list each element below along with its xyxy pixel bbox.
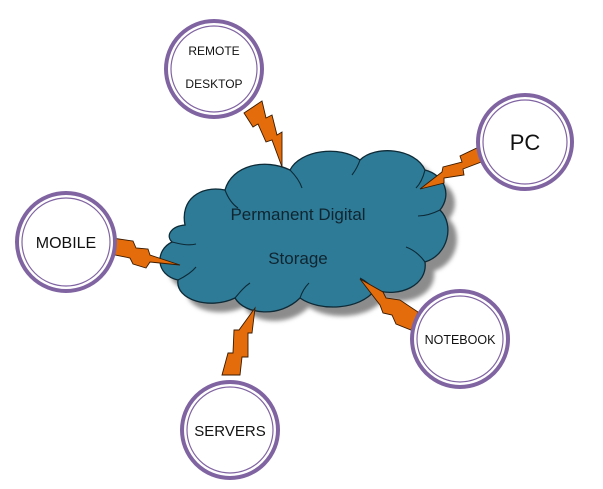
cloud-shape [159,150,449,313]
node-label: NOTEBOOK [425,333,497,347]
cloud-inner-line [299,282,310,299]
node-label: MOBILE [36,235,96,252]
node-mobile: MOBILE [15,191,117,293]
connector-mobile [109,237,181,269]
cloud-inner-line [351,159,361,176]
node-remote-desktop: REMOTE DESKTOP [164,19,264,119]
cloud-label-line-2: Storage [268,249,328,268]
cloud-inner-line [415,169,426,189]
node-label-line-2: DESKTOP [185,77,242,91]
storage-cloud: Permanent Digital Storage [159,150,449,313]
node-label: SERVERS [194,423,265,440]
connectors [109,100,490,376]
device-nodes: REMOTE DESKTOP PC MOBILE NOTEBOOK SERVER… [15,19,574,480]
cloud-inner-line [234,282,251,299]
cloud-inner-line [177,266,197,281]
node-inner-ring [170,25,258,113]
cloud-inner-line [417,209,441,217]
node-inner-ring [482,99,568,185]
node-inner-ring [21,197,111,287]
connector-remote-desktop [243,100,283,168]
connector-pc [419,145,490,190]
cloud-inner-line [405,246,426,263]
node-ring [164,19,264,119]
node-pc: PC [476,93,574,191]
node-inner-ring [416,295,504,383]
cloud-inner-lines [171,159,441,299]
node-ring [410,289,510,389]
cloud-inner-line [171,241,197,246]
node-notebook: NOTEBOOK [410,289,510,389]
node-inner-ring [186,386,274,474]
cloud-inner-line [224,189,239,209]
connector-servers [221,306,256,376]
node-servers: SERVERS [180,380,280,480]
node-ring [15,191,117,293]
node-ring [476,93,574,191]
node-label: PC [510,130,541,155]
node-label-line-1: REMOTE [188,44,239,58]
cloud-inner-line [289,169,303,189]
cloud-label-line-1: Permanent Digital [230,205,365,224]
node-ring [180,380,280,480]
